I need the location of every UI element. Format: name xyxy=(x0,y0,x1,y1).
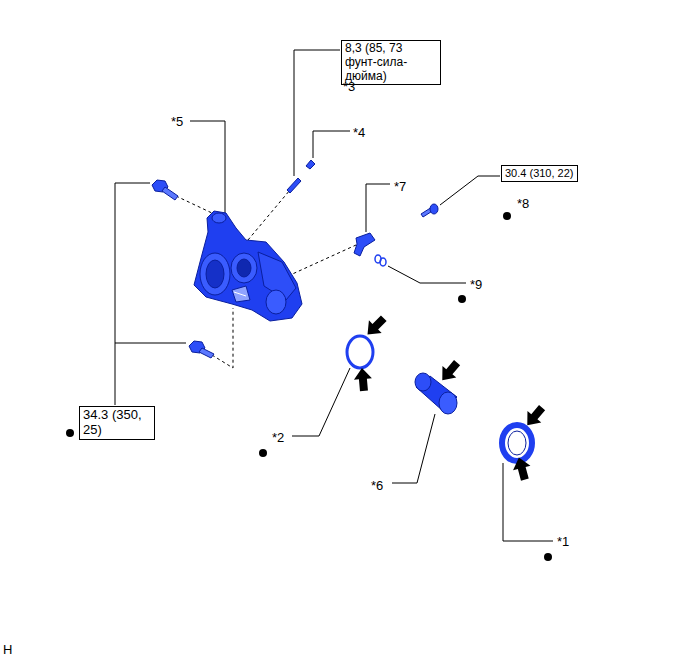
callout-number: *3 xyxy=(343,80,355,94)
hose-union-part xyxy=(354,233,375,256)
piston xyxy=(415,373,457,414)
piston-seal-part xyxy=(347,336,373,368)
leader-lines-part xyxy=(190,121,225,213)
grease-arrow-part xyxy=(435,357,464,386)
grease-arrow-part xyxy=(361,312,390,341)
torque-value: 30.4 (310, 22) xyxy=(505,167,574,180)
callout-number: *6 xyxy=(371,479,383,493)
leader-lines-part xyxy=(503,463,553,541)
union-bolt-part xyxy=(430,204,438,214)
boot-part xyxy=(502,425,532,461)
callout-number: *7 xyxy=(394,180,406,194)
callout-number: *9 xyxy=(470,278,482,292)
torque-value: 8,3 (85, 73 фунт-сила-дюйма) xyxy=(345,42,437,83)
piston-part xyxy=(415,373,431,391)
leader-lines-part xyxy=(366,184,390,232)
caliper-bolt-part xyxy=(199,348,214,358)
assembly-lines-part xyxy=(212,308,233,368)
torque-spec-box: 34.3 (350, 25) xyxy=(79,406,155,440)
leader-lines-part xyxy=(388,266,466,283)
leader-lines-part xyxy=(440,176,500,205)
piston-seal xyxy=(347,336,373,368)
assembly-lines-part xyxy=(248,190,290,240)
caliper-body-part xyxy=(212,213,226,223)
leader-lines-part xyxy=(292,368,350,436)
torque-value: 34.3 (350, 25) xyxy=(83,408,151,438)
torque-spec-box: 30.4 (310, 22) xyxy=(501,165,578,182)
bleeder-plug-part xyxy=(306,160,315,169)
caliper-body-part xyxy=(266,290,286,314)
caliper-body-part xyxy=(234,292,246,296)
leader-lines-part xyxy=(115,343,186,344)
assembly-lines-part xyxy=(288,245,356,276)
boot-part xyxy=(508,431,526,455)
callout-number: *1 xyxy=(557,535,569,549)
non-reusable-mark-part xyxy=(544,553,552,561)
caliper-body-part xyxy=(206,260,224,288)
caliper-body-part xyxy=(232,286,250,302)
leader-lines xyxy=(115,50,553,541)
caliper-bolt-part xyxy=(162,187,178,200)
union-bolt xyxy=(421,204,438,217)
caliper-body-part xyxy=(194,211,302,321)
assembly-lines xyxy=(176,190,356,368)
hose-union-part xyxy=(380,258,386,266)
caliper-body-part xyxy=(231,253,257,283)
callout-number: H xyxy=(3,643,12,657)
bleeder-plug-part xyxy=(287,178,301,193)
non-reusable-mark-part xyxy=(503,212,511,220)
piston-part xyxy=(439,392,457,414)
grease-arrow-part xyxy=(353,367,373,391)
caliper-body xyxy=(194,211,302,321)
grease-arrow-part xyxy=(520,402,549,431)
torque-spec-box: 8,3 (85, 73 фунт-сила-дюйма) xyxy=(341,40,441,85)
callout-number: *2 xyxy=(272,431,284,445)
leader-lines-part xyxy=(392,414,435,483)
leader-lines-part xyxy=(313,131,350,158)
caliper-body-part xyxy=(200,253,230,295)
leader-lines-part xyxy=(115,183,150,405)
bleeder-plug xyxy=(287,160,315,193)
non-reusable-mark-part xyxy=(66,429,74,437)
boot xyxy=(502,425,532,461)
callout-number: *5 xyxy=(171,115,183,129)
hose-union xyxy=(354,233,386,266)
non-reusable-mark xyxy=(66,212,552,561)
leader-lines-part xyxy=(294,50,340,176)
non-reusable-mark-part xyxy=(259,449,267,457)
caliper-bolt xyxy=(152,180,214,358)
grease-arrow-part xyxy=(510,455,533,482)
non-reusable-mark-part xyxy=(458,295,466,303)
grease-arrow xyxy=(353,312,549,482)
caliper-body-part xyxy=(237,259,251,277)
callout-number: *4 xyxy=(353,126,365,140)
callout-number: *8 xyxy=(517,197,529,211)
assembly-lines-part xyxy=(176,196,214,214)
